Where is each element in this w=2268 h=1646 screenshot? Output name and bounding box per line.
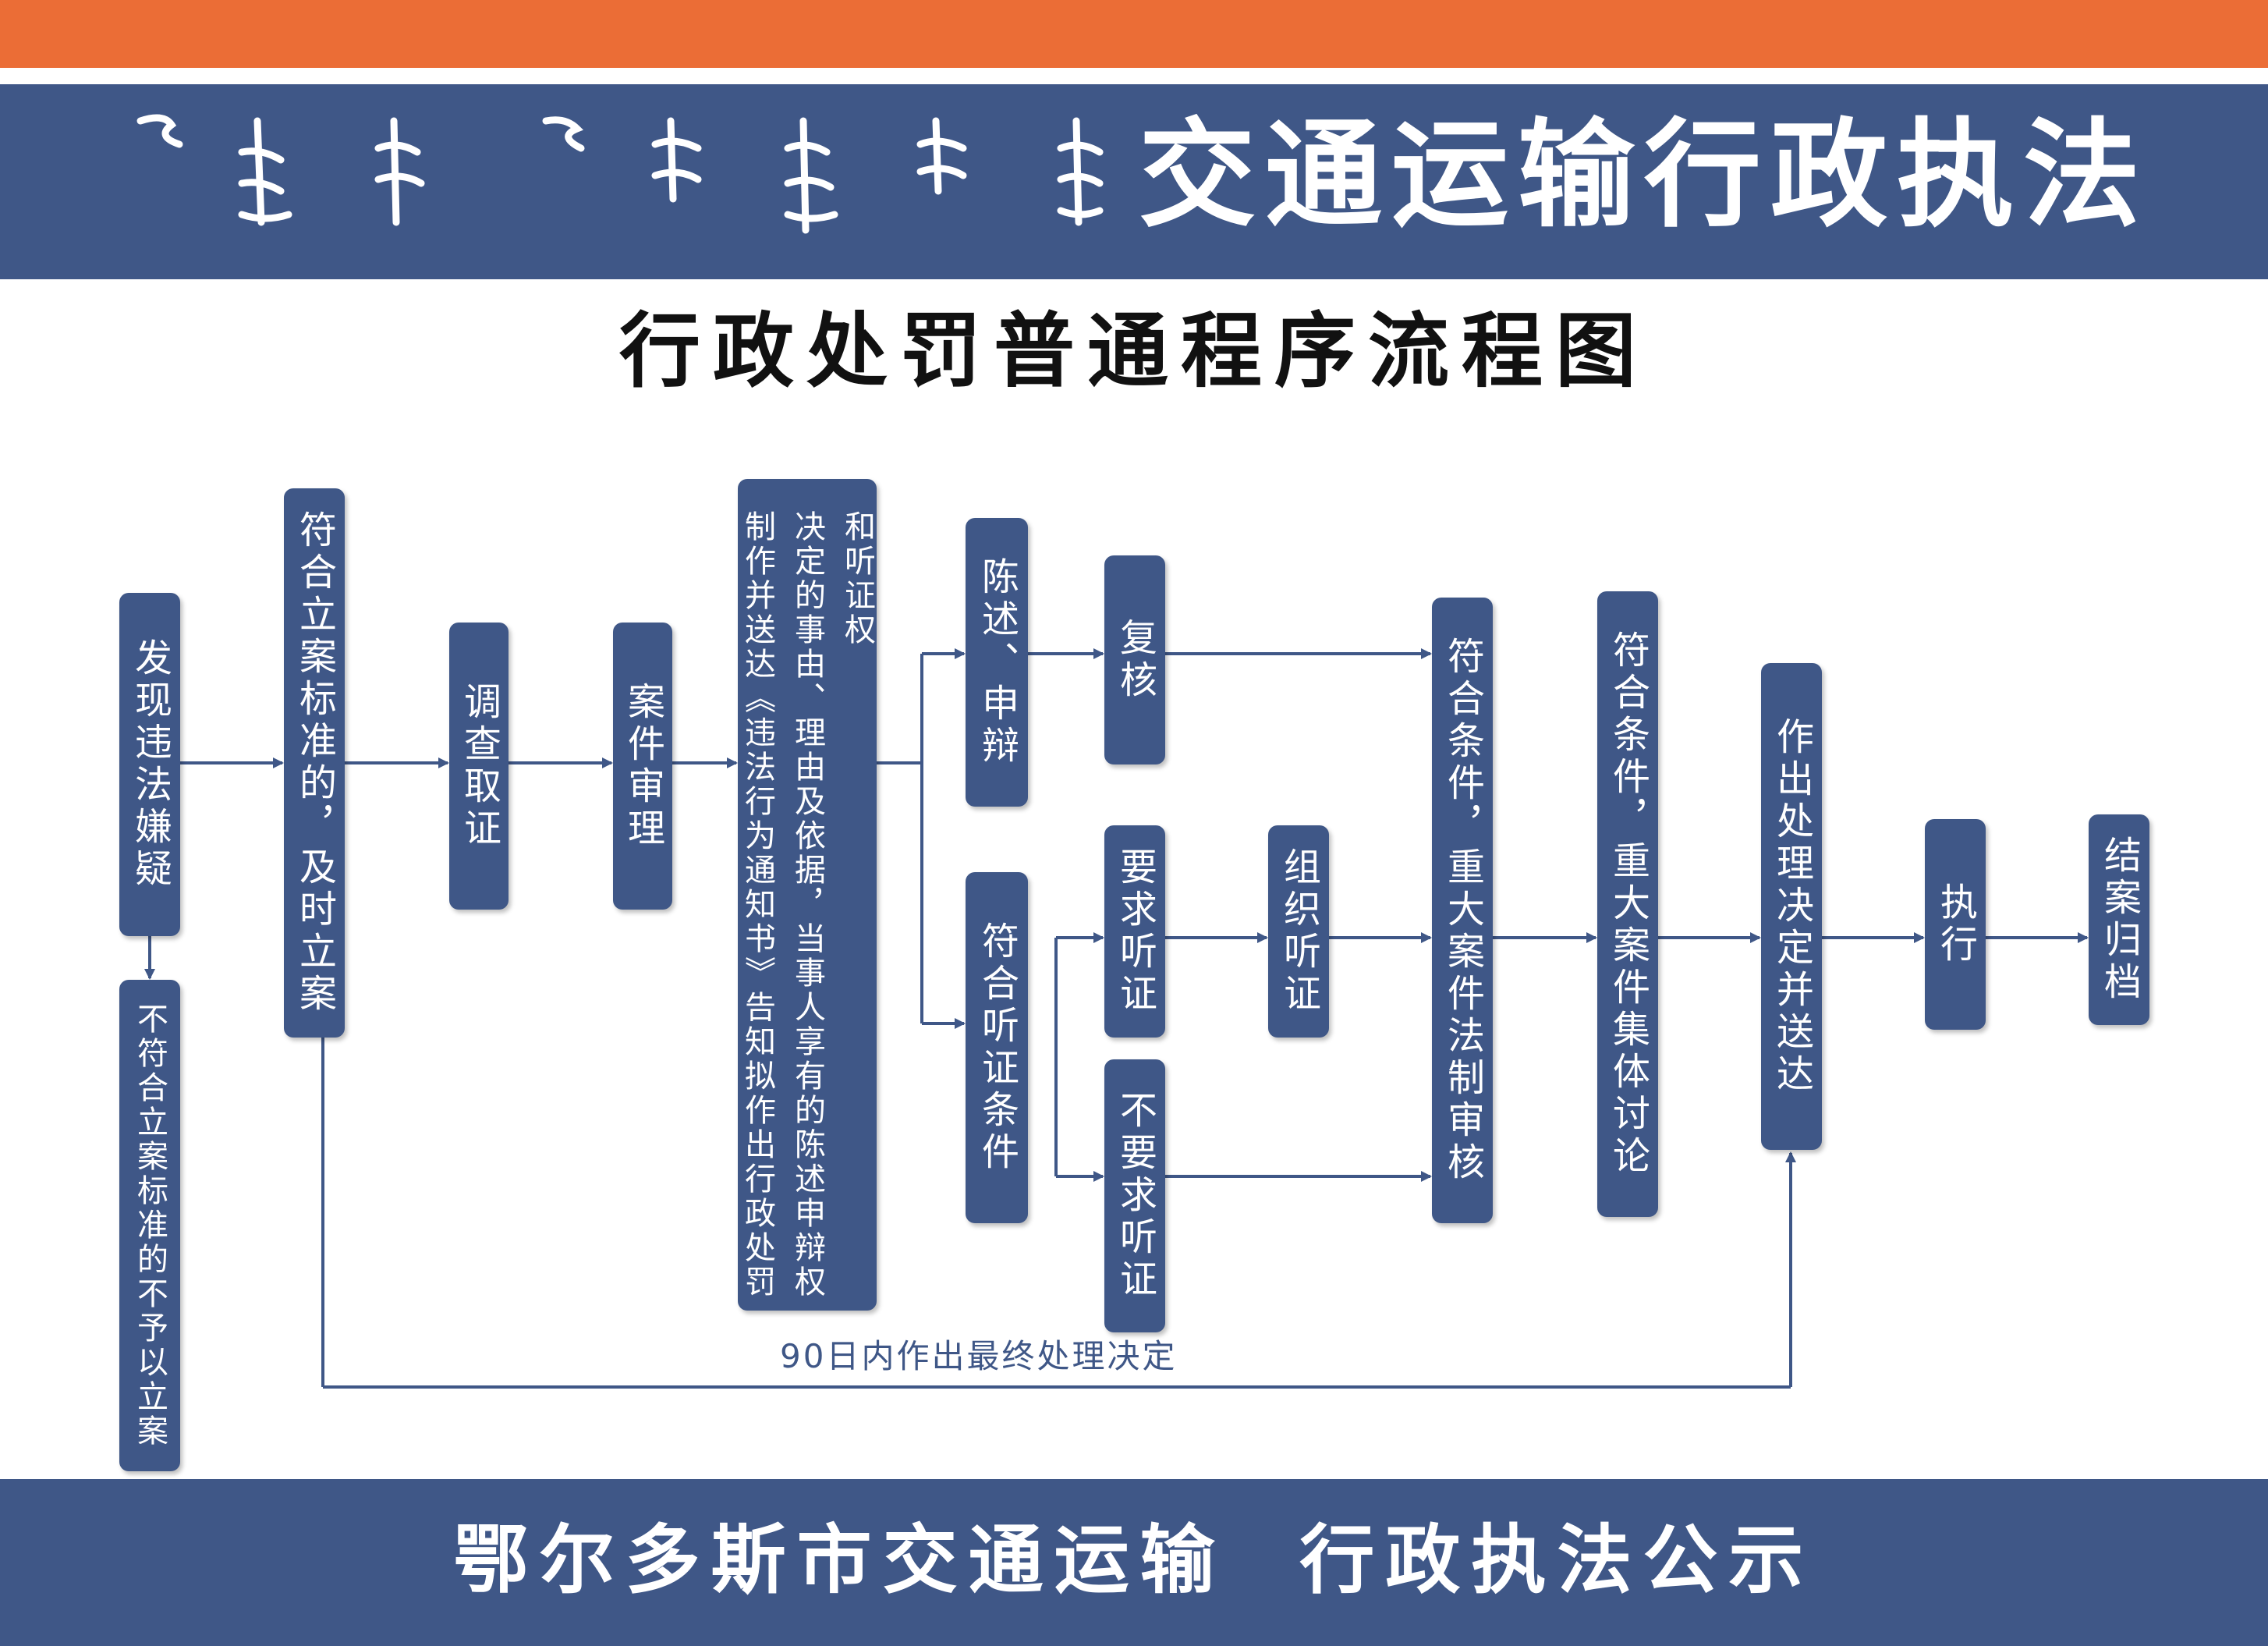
footer-text: 鄂尔多斯市交通运输 行政执法公示 — [453, 1517, 1815, 1604]
notification-col-2: 决定的事由、理由及依据，当事人享有的陈述申辩权 — [789, 510, 825, 1300]
page-title: 行政处罚普通程序流程图 — [618, 303, 1649, 399]
case-review-label: 案件审理 — [621, 682, 664, 850]
not-qualify-box: 不符合立案标准的不予以立案 — [119, 980, 180, 1471]
no-hearing-label: 不要求听证 — [1113, 1091, 1157, 1301]
register-case-label: 符合立案标准的，及时立案 — [292, 510, 336, 1016]
recheck-box: 复核 — [1104, 555, 1165, 764]
legal-review-label: 符合条件，重大案件法制审核 — [1441, 637, 1484, 1184]
deadline-label: 90日内作出最终处理决定 — [780, 1337, 1178, 1375]
header-title: 交通运输行政执法 — [1139, 108, 2150, 243]
request-hearing-label: 要求听证 — [1113, 847, 1157, 1016]
archive-label: 结案归档 — [2097, 835, 2141, 1004]
archive-box: 结案归档 — [2089, 814, 2149, 1025]
notification-col-3: 和听证权 — [839, 510, 875, 647]
organize-hearing-label: 组织听证 — [1277, 847, 1320, 1016]
group-discussion-box: 符合条件，重大案件集体讨论 — [1597, 591, 1658, 1217]
request-hearing-box: 要求听证 — [1104, 825, 1165, 1038]
investigate-label: 调查取证 — [457, 682, 501, 850]
decision-label: 作出处理决定并送达 — [1770, 717, 1813, 1096]
discover-violation-label: 发现违法嫌疑 — [128, 638, 172, 891]
statement-defense-label: 陈述、申辩 — [975, 557, 1019, 768]
discover-violation-box: 发现违法嫌疑 — [119, 593, 180, 936]
no-hearing-box: 不要求听证 — [1104, 1059, 1165, 1332]
decision-box: 作出处理决定并送达 — [1761, 663, 1822, 1150]
group-discussion-label: 符合条件，重大案件集体讨论 — [1606, 630, 1650, 1178]
organize-hearing-box: 组织听证 — [1268, 825, 1329, 1038]
execute-label: 执行 — [1933, 882, 1977, 967]
top-accent-stripe — [0, 0, 2268, 68]
register-case-box: 符合立案标准的，及时立案 — [284, 488, 345, 1038]
hearing-condition-box: 符合听证条件 — [966, 872, 1028, 1223]
notification-col-1: 制作并送达《违法行为通知书》告知拟作出行政处罚 — [739, 510, 775, 1300]
legal-review-box: 符合条件，重大案件法制审核 — [1432, 598, 1493, 1223]
statement-defense-box: 陈述、申辩 — [966, 518, 1028, 807]
notification-box: 和听证权 决定的事由、理由及依据，当事人享有的陈述申辩权 制作并送达《违法行为通… — [738, 479, 877, 1311]
recheck-label: 复核 — [1113, 618, 1157, 702]
hearing-condition-label: 符合听证条件 — [975, 921, 1019, 1174]
investigate-box: 调查取证 — [449, 623, 509, 910]
not-qualify-label: 不符合立案标准的不予以立案 — [132, 1002, 168, 1449]
execute-box: 执行 — [1925, 819, 1986, 1030]
mongolian-script-logo — [136, 114, 1104, 234]
case-review-box: 案件审理 — [613, 623, 672, 910]
footer-band — [0, 1479, 2268, 1646]
